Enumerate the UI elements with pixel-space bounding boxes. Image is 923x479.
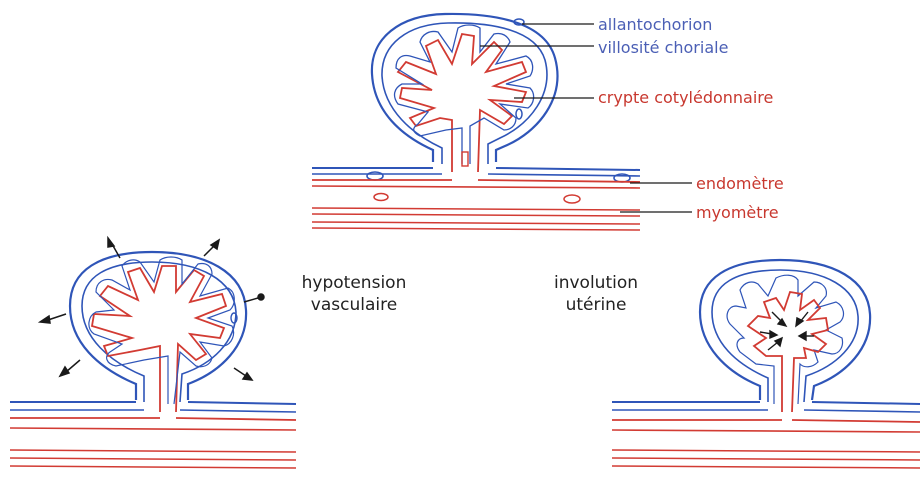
- top-endometre-vessel-1: [374, 194, 388, 201]
- arrow-in-2-head: [770, 331, 777, 338]
- left-endometre-line-1: [10, 418, 296, 420]
- left-crypt-outline: [92, 266, 226, 412]
- placentome-right: [700, 260, 870, 412]
- caption-involution-line1: involution: [554, 273, 638, 293]
- caption-hypotension-line2: vasculaire: [311, 295, 397, 315]
- arrow-se: [234, 368, 246, 376]
- arrow-ne: [204, 246, 214, 256]
- arrow-w: [48, 314, 66, 320]
- right-chorion-line-2: [612, 410, 920, 412]
- left-endometre-line-2: [10, 428, 296, 430]
- right-villi-outline: [727, 275, 843, 404]
- arrow-in-3-head: [775, 338, 782, 346]
- right-chorion-line-1: [612, 402, 920, 404]
- top-chorion-line-2: [312, 174, 640, 176]
- top-vessel-2: [516, 109, 522, 119]
- label-villosite-choriale: villosité choriale: [598, 38, 728, 57]
- caption-hypotension-line1: hypotension: [302, 273, 407, 293]
- right-base-layers: [612, 402, 920, 468]
- top-base-layers: [312, 168, 640, 230]
- arrow-in-5-head: [799, 332, 806, 340]
- right-outer-wall: [700, 260, 870, 400]
- label-crypte-cotyledonnaire: crypte cotylédonnaire: [598, 88, 773, 107]
- arrow-w-head: [40, 316, 50, 323]
- arrow-e-head: [258, 294, 264, 300]
- left-myometre-lines: [10, 450, 296, 468]
- label-myometre: myomètre: [696, 203, 779, 222]
- label-allantochorion: allantochorion: [598, 15, 712, 34]
- top-endometre-vessel-2: [564, 195, 580, 203]
- right-inner-wall: [712, 270, 858, 402]
- left-villi-outline: [89, 257, 234, 404]
- right-endometre-line-1: [612, 420, 920, 422]
- top-endometre-line-2: [312, 186, 640, 188]
- top-allantochorion-inner: [382, 23, 547, 164]
- arrow-e: [244, 298, 258, 302]
- placentome-left: [40, 238, 264, 412]
- arrow-sw: [66, 360, 80, 372]
- left-inner-wall: [82, 262, 236, 402]
- arrow-sw-head: [60, 367, 69, 376]
- right-myometre-lines: [612, 450, 920, 468]
- label-endometre: endomètre: [696, 174, 784, 193]
- right-endometre-line-2: [612, 430, 920, 432]
- top-chorion-line-1: [312, 168, 640, 170]
- top-stalk-vessel: [462, 152, 468, 166]
- left-base-layers: [10, 402, 296, 468]
- top-endometre-line-1: [312, 180, 640, 182]
- arrow-nw-head: [108, 238, 114, 247]
- left-chorion-line-1: [10, 402, 296, 404]
- left-chorion-line-2: [10, 410, 296, 412]
- top-myometre-lines: [312, 208, 640, 230]
- caption-involution-line2: utérine: [566, 295, 627, 315]
